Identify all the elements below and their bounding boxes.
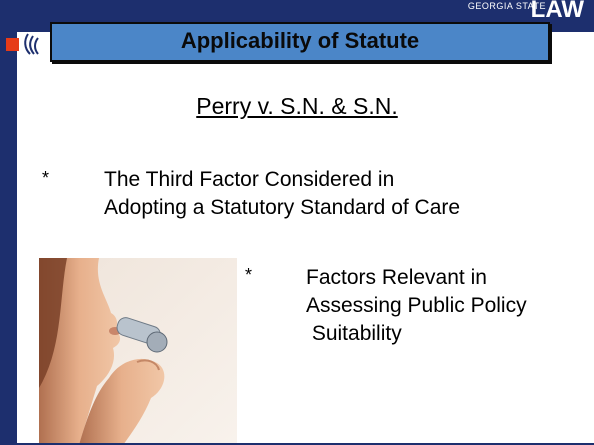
bottom-rule: [17, 443, 594, 445]
bullet-1-line-1: The Third Factor Considered in: [104, 168, 395, 191]
left-stripe: [0, 0, 17, 445]
case-subtitle: Perry v. S.N. & S.N.: [196, 93, 398, 119]
slide-title: Applicability of Statute: [180, 28, 420, 53]
logo-law-text: LAW: [530, 0, 584, 23]
bullet-marker-2: *: [245, 265, 253, 285]
bullet-1-line-2: Adopting a Statutory Standard of Care: [104, 196, 461, 219]
bullet-2-line-1: Factors Relevant in: [306, 266, 487, 289]
bullet-2-line-3: Suitability: [306, 322, 402, 345]
bullet-2-line-2: Assessing Public Policy: [306, 294, 527, 317]
title-box: Applicability of Statute: [50, 22, 550, 62]
accent-square: [6, 38, 19, 51]
logo-text: GEORGIA STATE: [467, 1, 546, 11]
bullet-2-text: Factors Relevant in Assessing Public Pol…: [306, 264, 527, 348]
person-blowing-whistle-photo: [39, 258, 237, 445]
bullet-1-text: The Third Factor Considered in Adopting …: [104, 166, 460, 222]
gsu-flame-logo-icon: [24, 33, 39, 55]
bullet-marker-1: *: [42, 168, 50, 188]
